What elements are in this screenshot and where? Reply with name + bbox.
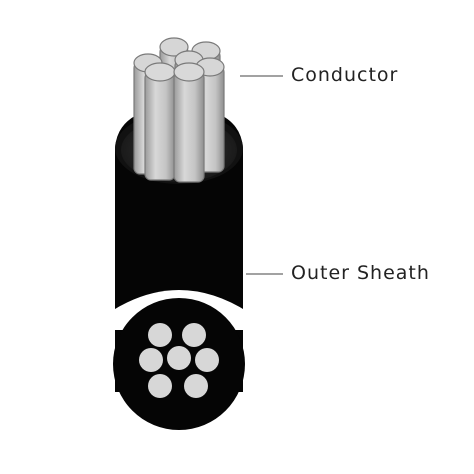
conductor-strands: [133, 37, 225, 183]
cross-section-strand: [139, 348, 163, 372]
cross-section-strand: [195, 348, 219, 372]
conductor-strand: [173, 62, 205, 183]
cross-section-strand: [167, 346, 191, 370]
cross-section: [113, 298, 245, 430]
cross-section-strand: [148, 374, 172, 398]
conductor-label: Conductor: [291, 64, 399, 86]
cross-section-strand: [182, 323, 206, 347]
outer-sheath-label: Outer Sheath: [291, 262, 430, 284]
cross-section-strands: [139, 323, 219, 398]
cross-section-strand: [148, 323, 172, 347]
conductor-strand: [144, 62, 176, 181]
cross-section-strand: [184, 374, 208, 398]
